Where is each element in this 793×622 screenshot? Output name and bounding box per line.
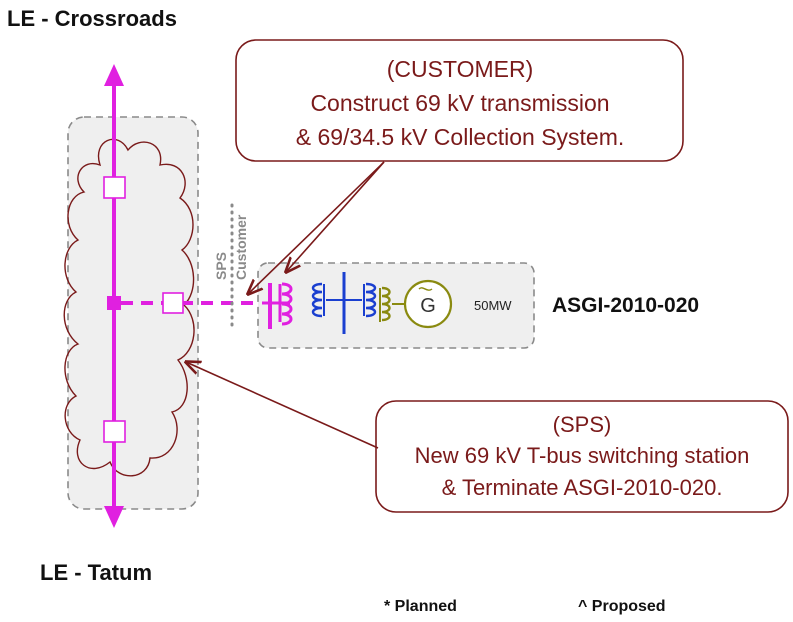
customer-callout-pointer bbox=[286, 161, 385, 272]
generator-icon bbox=[403, 279, 453, 329]
customer-callout-line1: Construct 69 kV transmission bbox=[310, 90, 609, 116]
breaker-top bbox=[103, 176, 126, 199]
arrow-up-icon bbox=[104, 64, 124, 86]
legend-proposed: ^ Proposed bbox=[578, 598, 666, 615]
transformer-34kv-right-icon bbox=[365, 282, 377, 318]
generator-wave-icon bbox=[418, 287, 433, 291]
sps-callout-line2: & Terminate ASGI-2010-020. bbox=[442, 475, 723, 500]
breaker-bottom bbox=[103, 420, 126, 443]
service-area-cloud bbox=[63, 138, 195, 477]
project-id-label: ASGI-2010-020 bbox=[552, 294, 700, 317]
customer-equipment-box bbox=[257, 262, 535, 349]
customer-callout bbox=[235, 39, 684, 162]
transformer-69kv-icon bbox=[281, 282, 293, 326]
sps-callout-line1: New 69 kV T-bus switching station bbox=[415, 443, 750, 468]
sps-callout bbox=[375, 400, 789, 513]
generator-symbol: G bbox=[420, 295, 436, 317]
sps-callout-pointer bbox=[186, 362, 379, 449]
legend-planned: * Planned bbox=[384, 598, 457, 615]
customer-callout-line2: & 69/34.5 kV Collection System. bbox=[296, 124, 625, 150]
gsu-transformer-icon bbox=[381, 286, 391, 322]
breaker-tap bbox=[162, 292, 184, 314]
top-station-label: LE - Crossroads bbox=[7, 6, 177, 31]
sps-callout-title: (SPS) bbox=[553, 412, 612, 437]
customer-boundary-label: Customer bbox=[233, 214, 249, 280]
sps-boundary-label: SPS bbox=[213, 252, 229, 280]
substation-area-box bbox=[67, 116, 199, 510]
arrow-down-icon bbox=[104, 506, 124, 528]
customer-callout-title: (CUSTOMER) bbox=[387, 56, 534, 82]
transformer-34kv-left-icon bbox=[311, 282, 323, 318]
bottom-station-label: LE - Tatum bbox=[40, 560, 153, 585]
capacity-label: 50MW bbox=[474, 298, 512, 313]
t-bus-node bbox=[107, 296, 121, 310]
customer-callout-pointer-2 bbox=[248, 161, 385, 294]
